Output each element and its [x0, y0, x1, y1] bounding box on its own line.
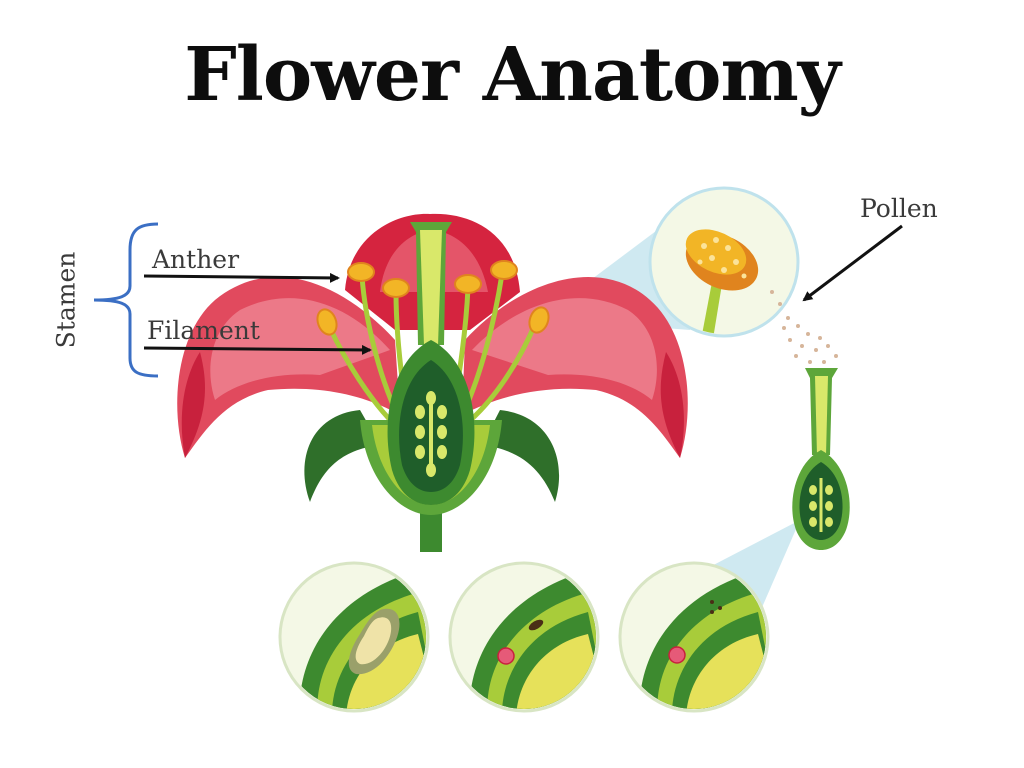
ovules [415, 391, 447, 477]
anther-label: Anther [152, 245, 240, 274]
stamen-label: Stamen [51, 251, 81, 349]
pollen-arrow [802, 224, 903, 302]
sepal-right [482, 410, 560, 502]
stamen-bracket [93, 222, 159, 378]
anther-arrow [143, 272, 340, 283]
pollen-grains [770, 290, 838, 364]
ovule-stage-2 [448, 561, 600, 713]
anthers [316, 260, 550, 336]
ovule-stage-1 [278, 561, 430, 713]
page-title: Flower Anatomy [184, 32, 841, 118]
sepal-left [304, 410, 380, 502]
ovule-stage-3 [618, 561, 770, 713]
filament-label: Filament [147, 316, 260, 345]
pollen-label: Pollen [860, 194, 938, 223]
pistil-detail [792, 368, 850, 550]
filament-arrow [143, 344, 372, 355]
ovary-zoom-cone [700, 520, 800, 612]
pollen-zoom-circle [648, 186, 800, 338]
flower-illustration [177, 213, 688, 552]
